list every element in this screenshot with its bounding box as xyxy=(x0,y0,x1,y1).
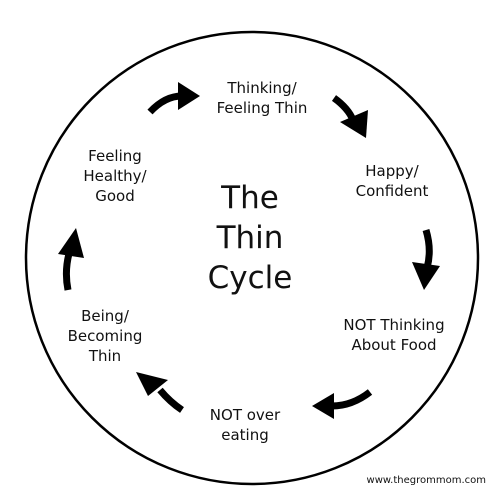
node-label-line: Feeling xyxy=(88,147,142,165)
cycle-circle xyxy=(24,30,480,486)
node-label-line: Happy/ xyxy=(365,162,419,180)
arrow-icon xyxy=(412,228,440,290)
arrow-icon xyxy=(136,372,184,413)
arrow-icon xyxy=(147,82,200,115)
node-label-line: Feeling Thin xyxy=(216,99,308,117)
center-title-line: The xyxy=(221,180,279,216)
node-label-line: Good xyxy=(95,187,135,205)
node-thinking-feeling-thin: Thinking/ Feeling Thin xyxy=(217,78,308,118)
node-label-line: NOT over xyxy=(209,406,281,424)
node-not-thinking-about-food: NOT Thinking About Food xyxy=(343,315,444,355)
node-label-line: Thin xyxy=(88,347,122,365)
center-title-line: Thin xyxy=(216,220,284,256)
node-label-line: Being/ xyxy=(81,307,129,325)
node-label-line: Becoming xyxy=(67,327,143,345)
node-label-line: Healthy/ xyxy=(83,167,147,185)
arrow-icon xyxy=(331,95,368,138)
node-feeling-healthy-good: Feeling Healthy/ Good xyxy=(83,146,146,206)
node-label-line: About Food xyxy=(351,336,437,354)
center-title: The Thin Cycle xyxy=(208,178,293,298)
node-label-line: NOT Thinking xyxy=(343,316,445,334)
credit-text: www.thegrommom.com xyxy=(366,475,486,486)
node-being-becoming-thin: Being/ Becoming Thin xyxy=(68,306,143,366)
arrow-icon xyxy=(312,389,373,419)
center-title-line: Cycle xyxy=(207,260,293,296)
node-label-line: Confident xyxy=(355,182,429,200)
node-happy-confident: Happy/ Confident xyxy=(356,161,429,201)
node-label-line: eating xyxy=(221,426,269,444)
node-label-line: Thinking/ xyxy=(227,79,297,97)
arrow-icon xyxy=(58,228,84,291)
node-not-over-eating: NOT over eating xyxy=(210,405,280,445)
